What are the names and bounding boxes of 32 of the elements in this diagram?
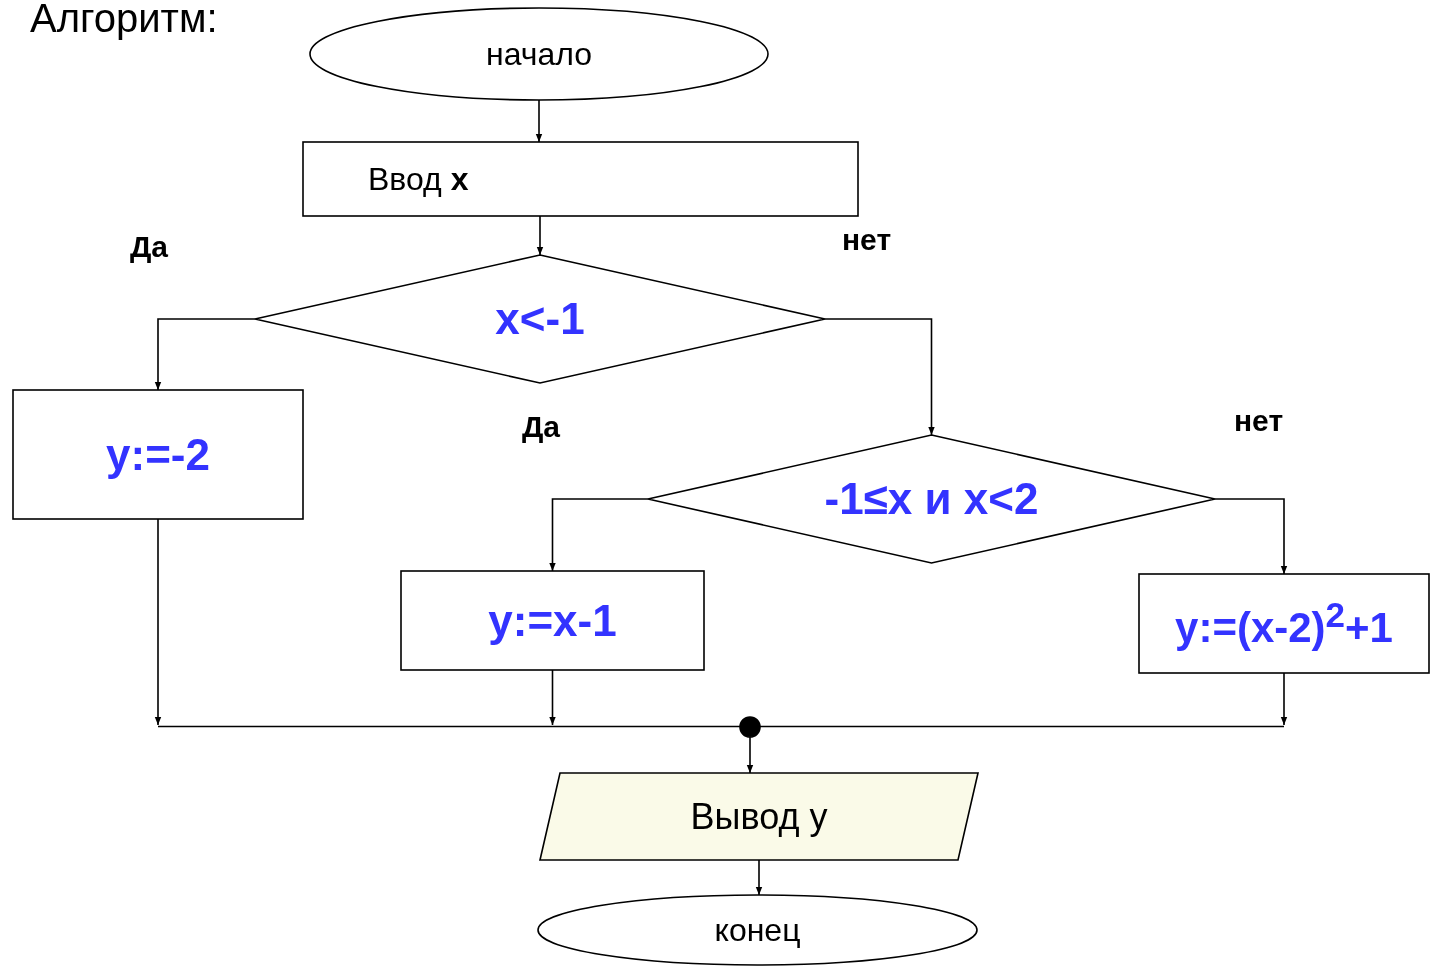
arrow <box>154 318 256 391</box>
node-label: y:=(x-2)$^{2}$+1 <box>1175 595 1393 652</box>
end-terminal <box>538 895 977 965</box>
arrow <box>549 669 556 726</box>
process-box <box>1139 574 1429 673</box>
start-terminal <box>310 8 768 100</box>
node-label: -1≤x и x<2 <box>824 474 1039 524</box>
process-box <box>13 390 303 519</box>
arrow <box>746 736 754 774</box>
arrow <box>755 859 763 896</box>
arrow <box>549 498 649 572</box>
node-label: y:=-2 <box>106 429 210 480</box>
merge-line <box>158 725 1284 728</box>
decision-diamond <box>648 435 1215 563</box>
process-box <box>401 571 704 670</box>
title: Алгоритм: <box>30 0 218 41</box>
arrow <box>535 99 543 143</box>
arrow <box>824 318 935 436</box>
node-label: Ввод x <box>368 160 469 198</box>
output-parallelogram <box>540 773 978 860</box>
node-label: y:=x-1 <box>488 595 617 646</box>
node-label: конец <box>714 911 801 949</box>
input-box <box>303 142 858 216</box>
arrow <box>536 215 544 256</box>
arrow <box>1214 498 1288 575</box>
decision-diamond <box>255 255 825 383</box>
arrow <box>154 518 162 726</box>
node-label: x<-1 <box>495 294 585 344</box>
node-label: начало <box>485 35 593 73</box>
node-label: Вывод y <box>690 795 828 838</box>
junction-dot <box>740 717 760 737</box>
arrow <box>1280 672 1288 726</box>
